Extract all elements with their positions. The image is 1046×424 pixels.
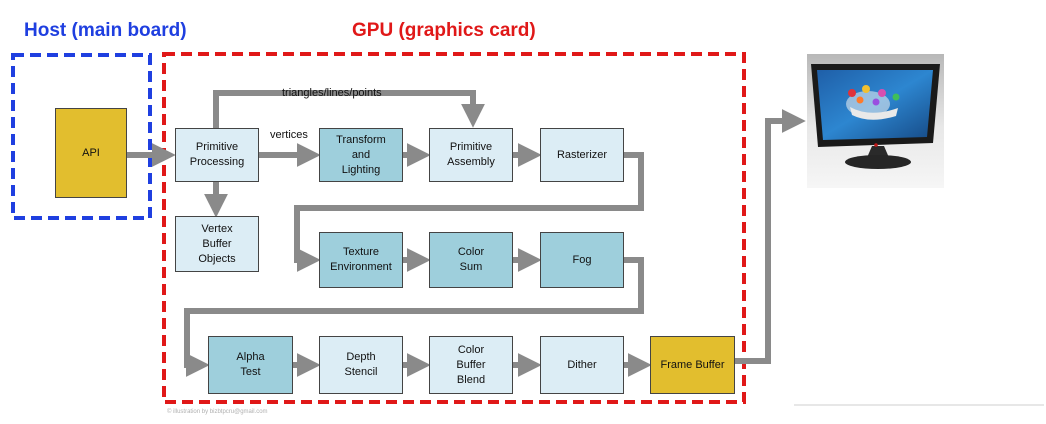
- node-color-sum: Color Sum: [429, 232, 513, 288]
- credit-text: © illustration by bizbtpcru@gmail.com: [167, 409, 268, 415]
- node-transform-lighting: Transform and Lighting: [319, 128, 403, 182]
- host-title: Host (main board): [24, 20, 187, 41]
- arrow-rasterizer-to-texture: [294, 152, 644, 272]
- gpu-region: [162, 52, 746, 404]
- node-fog: Fog: [540, 232, 624, 288]
- arrow-frame-buffer-to-monitor: [735, 109, 806, 364]
- node-color-buffer-blend: Color Buffer Blend: [429, 336, 513, 394]
- monitor-icon: [807, 54, 944, 188]
- node-primitive-assembly: Primitive Assembly: [429, 128, 513, 182]
- edge-label-triangles-lines-points: triangles/lines/points: [282, 87, 382, 99]
- node-frame-buffer: Frame Buffer: [650, 336, 735, 394]
- node-dither: Dither: [540, 336, 624, 394]
- arrow-triangles-lines-points: [213, 90, 485, 128]
- node-depth-stencil: Depth Stencil: [319, 336, 403, 394]
- node-rasterizer: Rasterizer: [540, 128, 624, 182]
- node-vertex-buffer-objects: Vertex Buffer Objects: [175, 216, 259, 272]
- node-primitive-processing: Primitive Processing: [175, 128, 259, 182]
- arrow-fog-to-alpha-test: [184, 257, 644, 377]
- edge-label-vertices: vertices: [270, 129, 308, 141]
- gpu-title: GPU (graphics card): [352, 20, 536, 41]
- node-alpha-test: Alpha Test: [208, 336, 293, 394]
- node-api: API: [55, 108, 127, 198]
- node-texture-environment: Texture Environment: [319, 232, 403, 288]
- host-region: [11, 53, 152, 220]
